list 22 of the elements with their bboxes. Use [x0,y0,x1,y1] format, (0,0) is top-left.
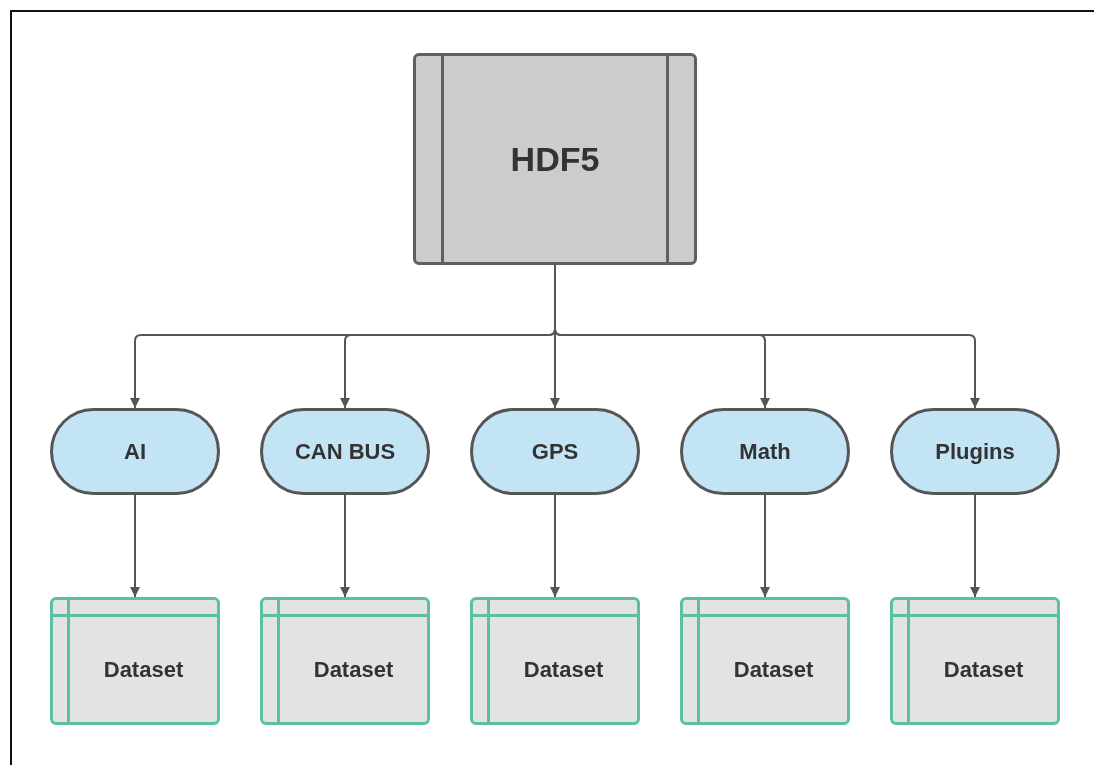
arrow [760,494,770,598]
node-label: HDF5 [510,139,600,179]
node-label: GPS [531,438,579,465]
node-label: AI [124,438,146,465]
node-label: Dataset [523,656,604,683]
dataset-table [50,597,220,725]
arrow [550,494,560,598]
node-label: Dataset [943,656,1024,683]
dataset-table [260,597,430,725]
node-label: Math [739,438,791,465]
node-label: CAN BUS [294,438,396,465]
arrow [970,494,980,598]
arrow [130,494,140,598]
node-label: Dataset [313,656,394,683]
dataset-table [890,597,1060,725]
node-label: Plugins [935,438,1015,465]
node-label: Dataset [103,656,184,683]
dataset-table [470,597,640,725]
dataset-table [680,597,850,725]
storage-box [413,53,697,265]
node-label: Dataset [733,656,814,683]
arrow [340,494,350,598]
